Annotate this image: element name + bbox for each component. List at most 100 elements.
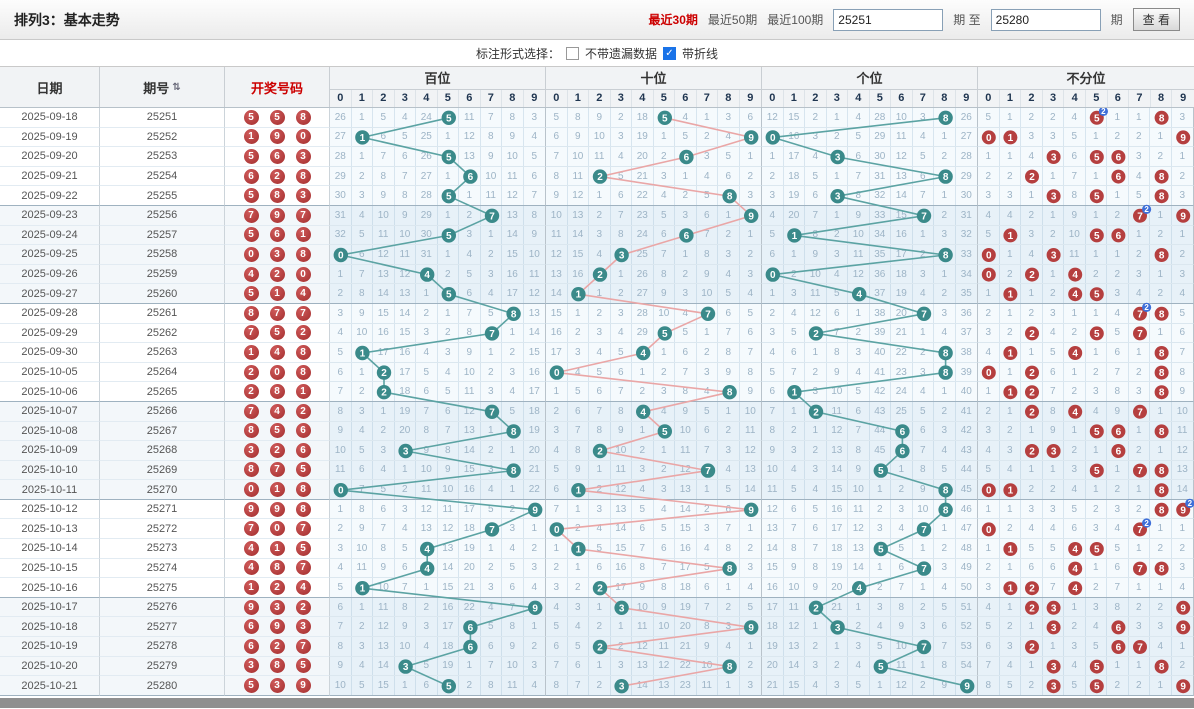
miss-cell: 6 [632,519,654,539]
miss-cell: 9 [762,441,784,460]
date-cell: 2025-10-17 [0,597,100,618]
miss-cell: 3 [1107,284,1129,303]
miss-cell [1086,147,1107,166]
miss-cell: 20 [459,558,481,578]
date-cell: 2025-09-23 [0,205,100,226]
miss-cell: 3 [352,637,373,656]
miss-cell: 3 [891,499,913,519]
issue-cell: 25274 [100,558,225,579]
miss-cell: 5 [654,205,675,225]
miss-cell: 2 [531,542,538,554]
miss-cell: 1 [891,460,913,480]
miss-cell: 45 [870,441,891,460]
draw-ball: 8 [269,384,285,400]
issue-cell: 25267 [100,421,225,442]
miss-cell: 31 [330,205,352,225]
miss-cell: 2 [762,303,784,323]
miss-cell: 10 [675,421,697,441]
range-last-30[interactable]: 最近30期 [648,13,698,27]
checkbox-with-polyline[interactable]: ✓ [663,46,676,60]
miss-cell: 8 [805,558,827,578]
miss-cell: 3 [848,637,870,656]
miss-cell: 12 [611,480,632,499]
date-cell: 2025-10-10 [0,460,100,481]
miss-cell: 2 [589,480,611,499]
miss-cell: 11 [805,284,827,303]
miss-cell: 6 [438,401,459,421]
miss-cell: 8 [502,617,524,637]
miss-cell: 40 [870,343,891,362]
miss-cell: 9 [416,441,438,460]
miss-cell: 1 [784,401,805,421]
draw-ball: 2 [269,168,285,184]
col-header-issue[interactable]: 期号 ⇅ [100,67,225,107]
draw-ball: 8 [243,423,259,439]
miss-cell: 12 [459,401,481,421]
miss-cell: 8 [762,421,784,441]
miss-cell: 30 [330,186,352,205]
miss-cell [632,343,654,362]
miss-cell: 5 [1107,323,1129,343]
draw-ball: 5 [269,325,285,341]
miss-cell: 2 [913,676,934,695]
miss-cell: 1 [934,186,956,205]
miss-cell: 8 [568,441,589,460]
miss-cell [1043,676,1064,695]
miss-cell: 1 [1150,441,1172,460]
miss-cell: 4 [1129,166,1150,186]
miss-cell: 1 [1086,205,1107,225]
miss-cell: 10 [546,205,568,225]
miss-cell: 1 [697,323,718,343]
miss-cell: 1 [502,323,524,343]
miss-cell: 6 [784,343,805,362]
miss-cell: 14 [827,460,848,480]
miss-cell: 15 [502,245,524,264]
miss-cell [330,480,352,499]
miss-cell: 11 [848,499,870,519]
miss-cell: 6 [546,637,568,656]
miss-cell: 1 [1107,245,1129,264]
date-cell: 2025-10-20 [0,656,100,677]
miss-cell: 12 [848,519,870,539]
miss-cell: 10 [459,362,481,382]
checkbox-no-miss-data[interactable] [565,46,579,60]
miss-cell: 29 [870,127,891,147]
draw-ball: 3 [295,148,311,164]
miss-cell: 1 [848,597,870,617]
issue-to-input[interactable] [990,8,1101,31]
digit-column-header: 6 [891,89,913,107]
miss-cell: 7 [546,147,568,166]
issue-cell: 25257 [100,225,225,246]
miss-cell: 9 [805,578,827,597]
miss-cell: 3 [546,578,568,597]
issue-cell: 25254 [100,166,225,187]
miss-cell: 10 [502,656,524,676]
miss-cell: 1 [330,264,352,284]
digit-column-header: 4 [632,89,654,107]
range-last-100[interactable]: 最近100期 [767,13,824,27]
issue-from-input[interactable] [833,8,944,31]
sort-icon[interactable]: ⇅ [172,81,181,93]
miss-cell [1021,578,1043,597]
miss-cell: 9 [352,303,373,323]
miss-cell: 2 [913,245,934,264]
digit-column-header: 3 [1043,89,1065,107]
miss-cell [1043,597,1064,617]
miss-cell: 1 [805,343,827,362]
miss-cell: 2 [352,617,373,637]
issue-cell: 25280 [100,676,225,696]
search-button[interactable]: 查 看 [1132,8,1180,31]
range-last-50[interactable]: 最近50期 [707,13,758,27]
